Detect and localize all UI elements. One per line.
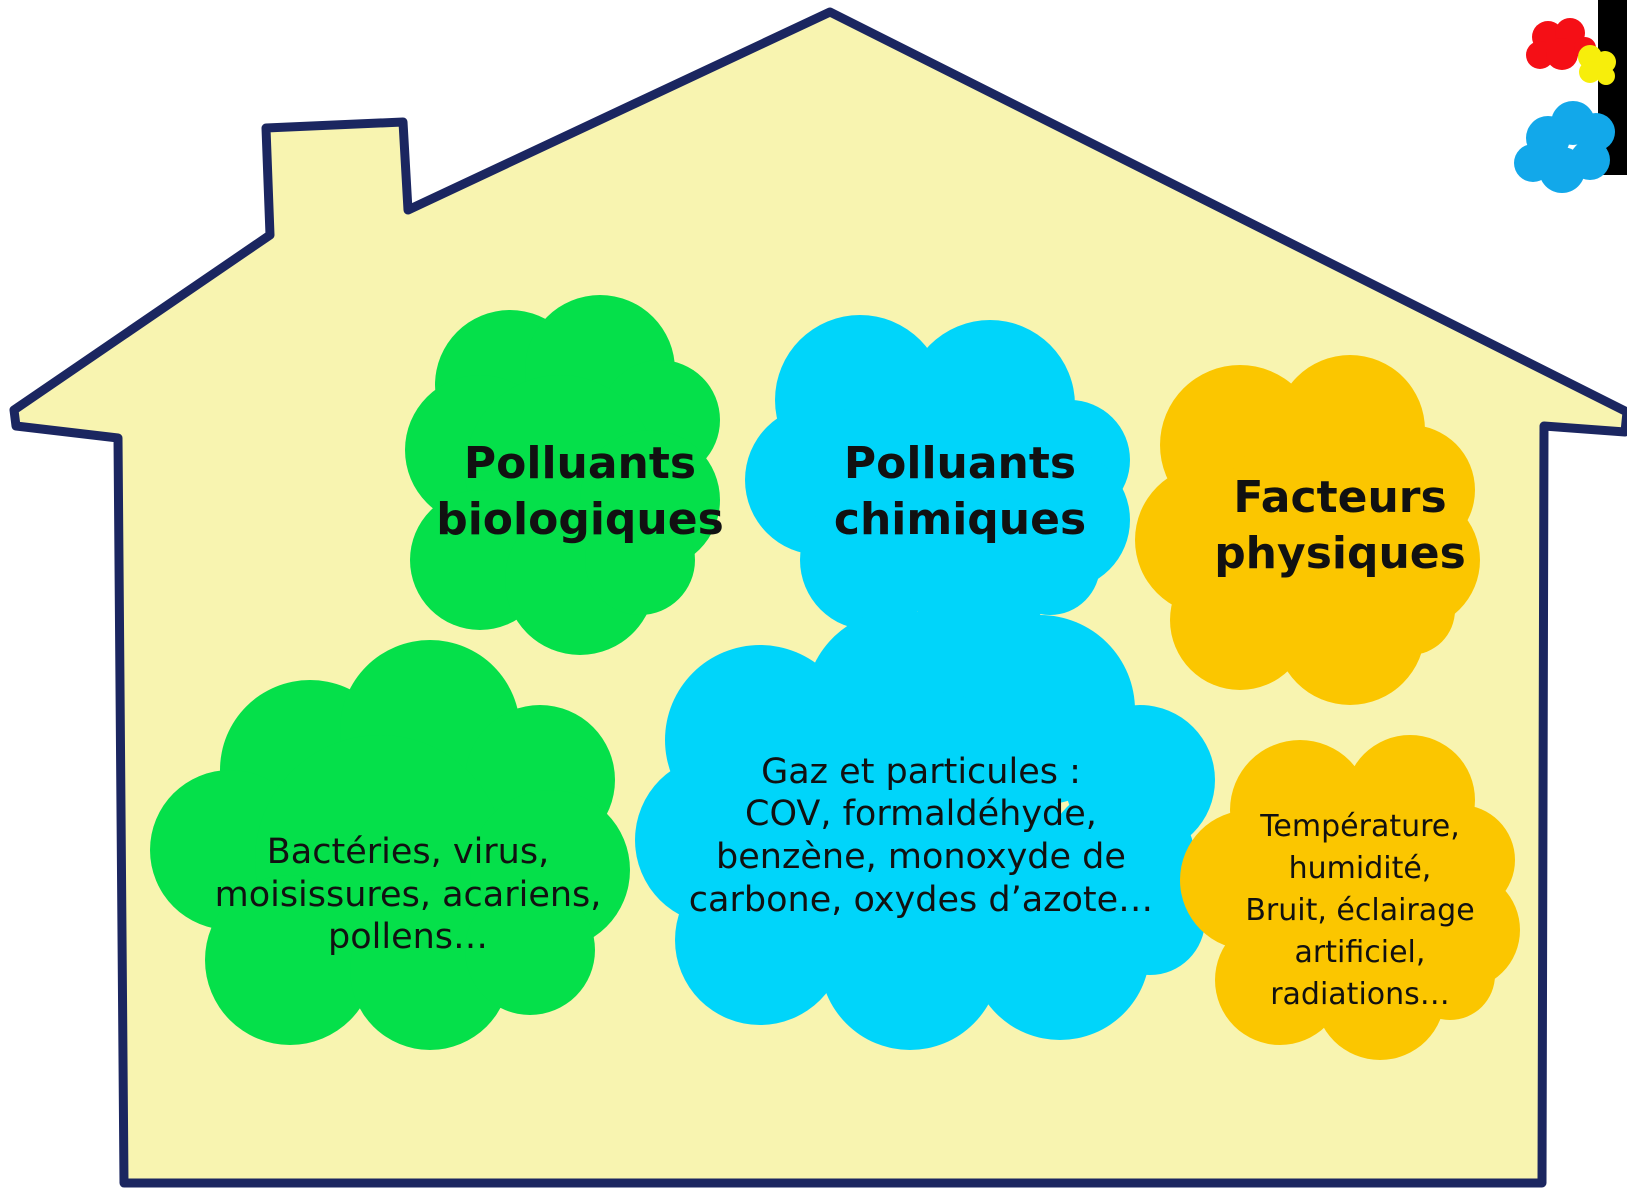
physical-examples-line4: artificiel, [1294,935,1426,970]
biological-pollutants-title: Polluants biologiques [425,432,735,552]
physical-title-line1: Facteurs [1233,472,1447,524]
chemical-pollutants-title: Polluants chimiques [805,432,1115,552]
physical-examples-line2: humidité, [1288,851,1432,886]
chemical-examples-line4: carbone, oxydes d’azote… [688,879,1154,920]
physical-factors-title: Facteurs physiques [1185,466,1495,586]
chemical-title-line1: Polluants [843,438,1077,490]
chemical-examples: Gaz et particules : COV, formaldéhyde, b… [676,736,1166,936]
biological-title-cloud [405,295,720,655]
physical-examples-line5: radiations… [1270,977,1450,1012]
physical-examples-line3: Bruit, éclairage [1245,893,1475,928]
physical-examples-line1: Température, [1260,809,1460,844]
chemical-examples-line3: benzène, monoxyde de [716,837,1126,877]
biological-examples-line1: Bactéries, virus, [266,831,550,872]
physical-title-line2: physiques [1214,528,1466,579]
chemical-title-cloud [745,315,1130,645]
biological-title-line2: biologiques [436,494,724,545]
biological-examples-line3: pollens… [327,917,489,958]
three-color-clouds-logo-icon [1514,18,1616,193]
physical-title-cloud [1135,355,1480,705]
biological-examples-cloud [150,640,630,1050]
chemical-title-line2: chimiques [833,494,1087,545]
biological-title-line1: Polluants [463,438,697,490]
biological-examples-line2: moisissures, acariens, [214,874,602,915]
physical-examples: Température, humidité, Bruit, éclairage … [1220,806,1500,1016]
chemical-examples-line2: COV, formaldéhyde, [745,794,1097,835]
physical-examples-cloud [1180,735,1520,1060]
chemical-examples-line1: Gaz et particules : [761,751,1081,792]
chemical-examples-cloud [635,610,1215,1050]
biological-examples: Bactéries, virus, moisissures, acariens,… [178,820,638,970]
